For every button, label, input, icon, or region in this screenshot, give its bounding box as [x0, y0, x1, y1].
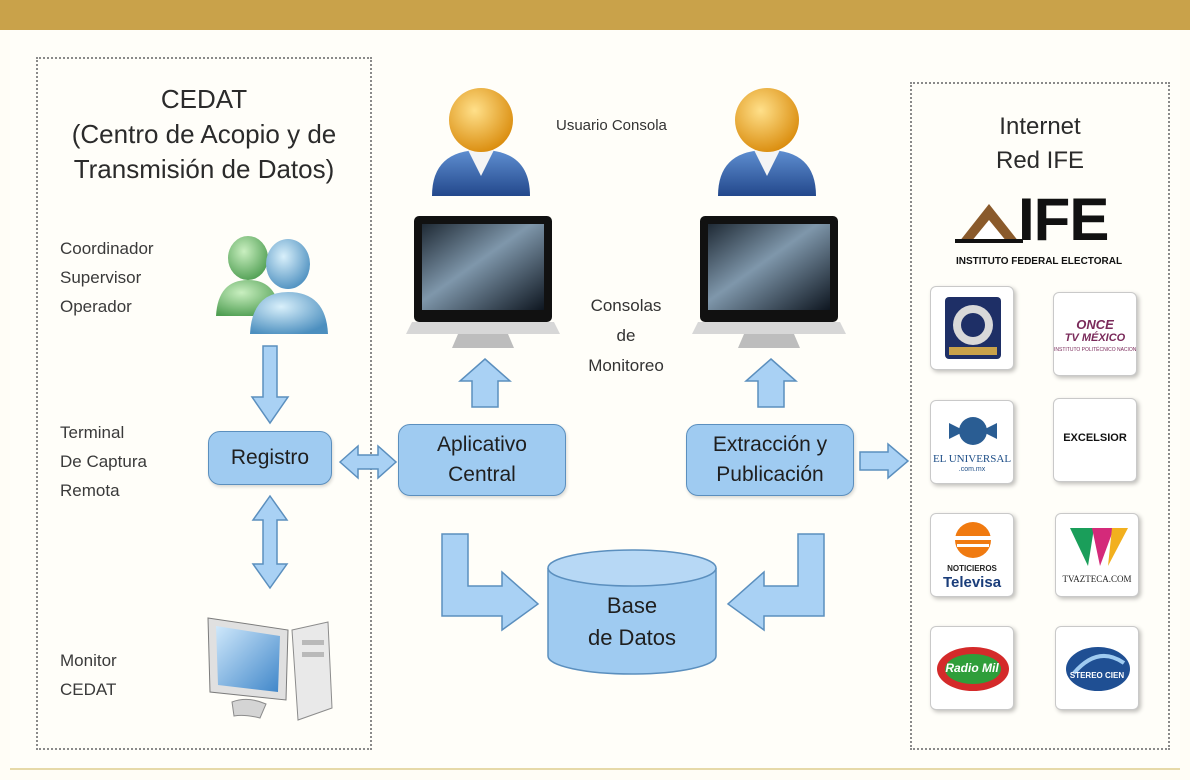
- monitor-cedat-label: Monitor CEDAT: [60, 646, 117, 704]
- consolas-line1: Consolas: [590, 296, 662, 315]
- monitor-console-left: [406, 216, 560, 348]
- el-universal-text: EL UNIVERSAL: [932, 453, 1012, 465]
- televisa-logo-tile: NOTICIEROS Televisa: [930, 513, 1014, 597]
- unam-logo-tile: [930, 286, 1014, 370]
- extraccion-publicacion-box: Extracción y Publicación: [686, 424, 854, 496]
- cedat-panel: [36, 57, 372, 750]
- cedat-title-line3: Transmisión de Datos): [73, 154, 335, 184]
- internet-title-line2: Red IFE: [995, 147, 1085, 174]
- el-universal-subtext: .com.mx: [958, 466, 986, 473]
- role-coordinador: Coordinador: [60, 239, 154, 258]
- role-supervisor: Supervisor: [60, 268, 142, 287]
- database-cylinder: [547, 549, 717, 675]
- top-bar: [0, 0, 1190, 30]
- consolas-line2: de: [616, 326, 636, 345]
- consolas-line3: Monitoreo: [588, 356, 664, 375]
- internet-title: Internet Red IFE: [910, 110, 1170, 178]
- radio-mil-text: Radio Mil: [945, 661, 999, 675]
- arrow-bent-extraccion-to-db: [726, 533, 825, 632]
- cedat-title-line1: CEDAT: [160, 84, 248, 114]
- arrow-updown-registro-monitor: [251, 494, 289, 590]
- el-universal-logo-tile: EL UNIVERSAL .com.mx: [930, 400, 1014, 484]
- ife-logo-text: IFE: [1018, 186, 1109, 253]
- user-console-icon-right: [718, 88, 816, 196]
- arrow-bent-aplicativo-to-db: [441, 533, 540, 632]
- terminal-line2: De Captura: [60, 452, 147, 471]
- aplicativo-central-box: Aplicativo Central: [398, 424, 566, 496]
- roles-label: Coordinador Supervisor Operador: [60, 234, 154, 321]
- registro-box: Registro: [208, 431, 332, 485]
- excelsior-logo-tile: EXCELSIOR: [1053, 398, 1137, 482]
- ife-subtitle: INSTITUTO FEDERAL ELECTORAL: [955, 256, 1123, 267]
- consolas-label: Consolas de Monitoreo: [566, 291, 686, 381]
- excelsior-text: EXCELSIOR: [1063, 432, 1127, 444]
- ife-emblem-icon: [955, 204, 1023, 243]
- arrow-up-extraccion-to-monitor: [744, 358, 798, 408]
- stereo-cien-logo-tile: STEREO CIEN: [1055, 626, 1139, 710]
- once-text-line1: ONCE: [1076, 317, 1114, 332]
- internet-title-line1: Internet: [999, 113, 1081, 140]
- internet-panel: [910, 82, 1170, 750]
- noticieros-text: NOTICIEROS: [947, 564, 997, 573]
- radio-mil-logo-tile: Radio Mil: [930, 626, 1014, 710]
- tvazteca-text: TVAZTECA.COM: [1062, 574, 1132, 584]
- monitor-line1: Monitor: [60, 651, 117, 670]
- stereo-cien-text: STEREO CIEN: [1069, 671, 1125, 680]
- user-console-icon-left: [432, 88, 530, 196]
- once-tv-logo-tile: ONCE TV MÉXICO INSTITUTO POLITÉCNICO NAC…: [1053, 292, 1137, 376]
- tv-azteca-logo-tile: TVAZTECA.COM: [1055, 513, 1139, 597]
- arrow-right-to-internet: [859, 442, 910, 480]
- arrow-up-aplicativo-to-monitor: [458, 358, 512, 408]
- cedat-title: CEDAT (Centro de Acopio y de Transmisión…: [36, 82, 372, 187]
- role-operador: Operador: [60, 297, 132, 316]
- once-text-line2: TV MÉXICO: [1064, 332, 1126, 344]
- once-text-line3: INSTITUTO POLITÉCNICO NACIONAL: [1054, 347, 1137, 353]
- base-de-datos-label: Base de Datos: [587, 593, 677, 650]
- monitor-console-right: [692, 216, 846, 348]
- usuario-consola-label: Usuario Consola: [556, 117, 667, 134]
- terminal-label: Terminal De Captura Remota: [60, 418, 147, 505]
- terminal-line1: Terminal: [60, 423, 125, 442]
- televisa-text: Televisa: [942, 574, 1002, 591]
- cedat-title-line2: (Centro de Acopio y de: [71, 119, 337, 149]
- arrow-leftright-registro-aplicativo: [338, 444, 398, 480]
- users-group-icon: [216, 236, 328, 334]
- arrow-down-users-to-registro: [250, 345, 290, 425]
- terminal-line3: Remota: [60, 481, 120, 500]
- monitor-line2: CEDAT: [60, 680, 117, 699]
- desktop-computer-icon: [207, 617, 333, 721]
